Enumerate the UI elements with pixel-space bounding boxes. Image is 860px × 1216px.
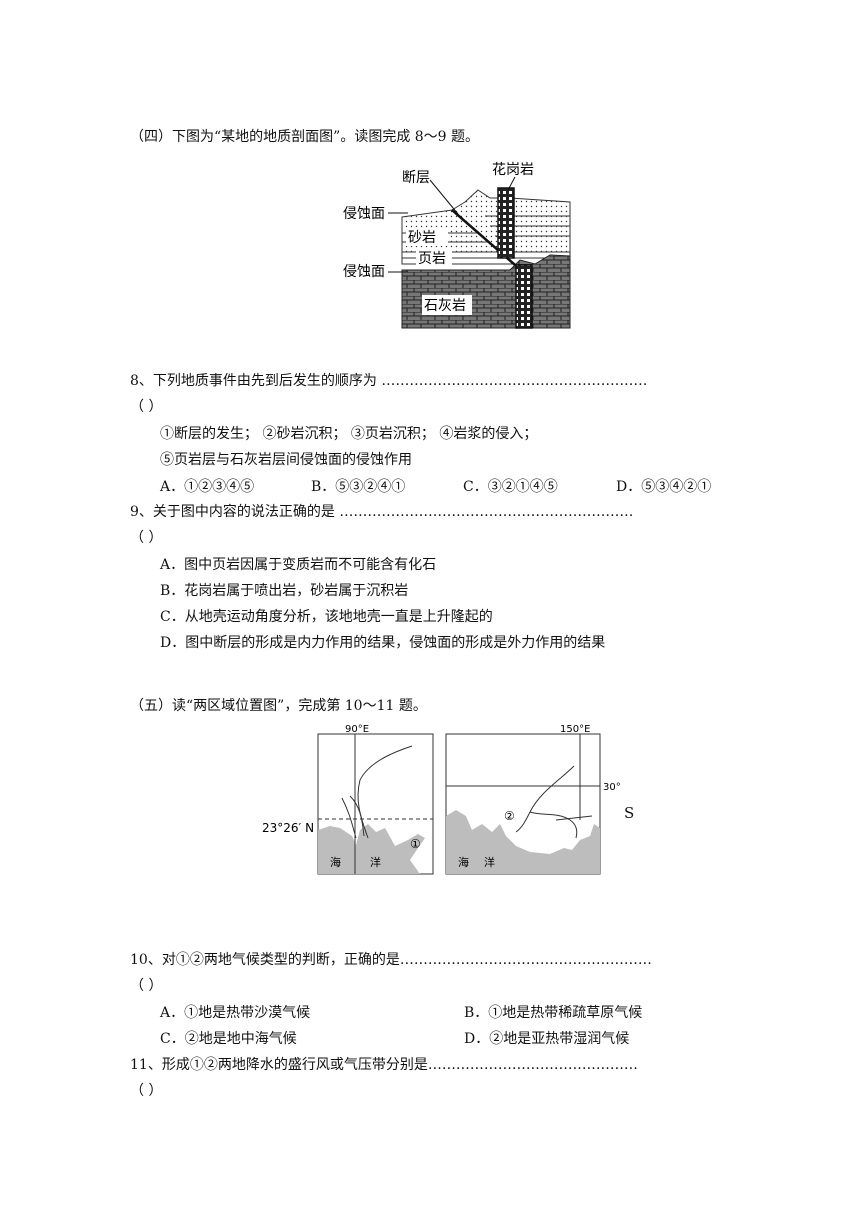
erosion-surface-label-1: 侵蚀面 (343, 205, 385, 222)
limestone-label: 石灰岩 (424, 298, 466, 314)
q8-items-line2: ⑤页岩层与石灰岩层间侵蚀面的侵蚀作用 (160, 452, 412, 468)
q8-stem: 8、下列地质事件由先到后发生的顺序为 ………………………………………………… (130, 373, 648, 389)
q9-answer-paren: （ ） (130, 530, 163, 546)
q9-stem: 9、关于图中内容的说法正确的是 ……………………………………………………… (130, 504, 634, 520)
q11-stem: 11、形成①②两地降水的盛行风或气压带分别是……………………………………… (130, 1057, 638, 1073)
right-sea-label: 海 (458, 855, 469, 869)
q10-option-d: D．②地是亚热带湿润气候 (464, 1031, 630, 1047)
q8-option-b: B．⑤③②④① (311, 479, 406, 495)
q10-option-b: B．①地是热带稀疏草原气候 (464, 1005, 643, 1021)
q8-option-c: C．③②①④⑤ (463, 479, 558, 495)
two-region-map: 90°E 23°26′ N ① 海 洋 150°E 30° ② 海 洋 (262, 724, 620, 875)
erosion-surface-label-2: 侵蚀面 (343, 263, 385, 280)
section4-intro: （四）下图为“某地的地质剖面图”。读图完成 8～9 题。 (130, 129, 480, 145)
granite-label: 花岗岩 (492, 162, 534, 178)
q10-option-a: A．①地是热带沙漠气候 (160, 1005, 311, 1021)
fault-label: 断层 (402, 170, 430, 186)
q10-option-c: C．②地是地中海气候 (160, 1031, 297, 1047)
geologic-section-figure: 断层 花岗岩 侵蚀面 砂岩 页岩 侵蚀面 石灰岩 (343, 162, 571, 329)
tropic-label: 23°26′ N (262, 821, 314, 835)
parallel-30-label: 30° (603, 782, 620, 793)
right-ocean-label: 洋 (484, 855, 495, 869)
region-1-marker: ① (410, 837, 421, 851)
q8-option-a: A．①②③④⑤ (160, 479, 255, 495)
q10-answer-paren: （ ） (130, 978, 163, 994)
q8-items-line1: ①断层的发生； ②砂岩沉积； ③页岩沉积； ④岩浆的侵入； (160, 426, 538, 442)
q8-option-d: D．⑤③④②① (616, 479, 712, 495)
q10-stem: 10、对①②两地气候类型的判断，正确的是……………………………………………… (130, 952, 652, 968)
q9-option-b: B．花岗岩属于喷出岩，砂岩属于沉积岩 (160, 583, 409, 599)
sandstone-label: 砂岩 (408, 230, 436, 246)
q8-answer-paren: （ ） (130, 399, 163, 415)
shale-label: 页岩 (418, 251, 446, 267)
q9-option-d: D．图中断层的形成是内力作用的结果，侵蚀面的形成是外力作用的结果 (160, 635, 606, 651)
left-ocean-label: 洋 (370, 855, 381, 869)
section5-intro: （五）读“两区域位置图”，完成第 10～11 题。 (130, 698, 427, 714)
map-s-letter: S (624, 804, 635, 822)
meridian-150e-label: 150°E (560, 724, 590, 735)
q9-option-a: A．图中页岩因属于变质岩而不可能含有化石 (160, 557, 437, 573)
meridian-90e-label: 90°E (345, 724, 369, 735)
q9-option-c: C．从地壳运动角度分析，该地地壳一直是上升隆起的 (160, 609, 493, 625)
q11-answer-paren: （ ） (130, 1083, 163, 1099)
region-2-marker: ② (504, 809, 515, 823)
left-sea-label: 海 (330, 855, 341, 869)
